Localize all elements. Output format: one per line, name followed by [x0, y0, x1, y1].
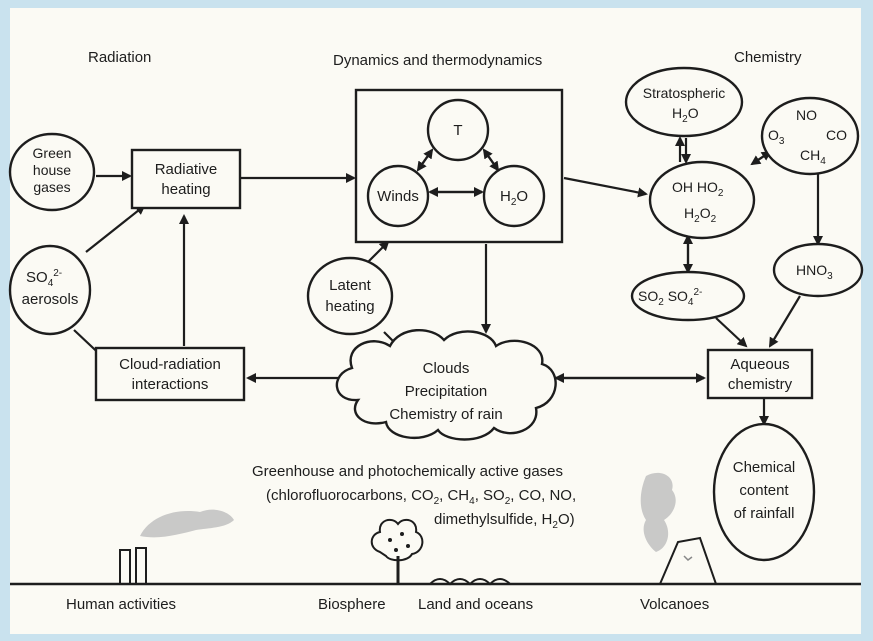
rainfall-line2: content — [739, 482, 789, 499]
svg-text:H2O: H2O — [500, 188, 528, 208]
node-oh-ho2-h2o2: OH HO2 H2O2 — [648, 160, 756, 240]
node-greenhouse-gases: Green house gases — [8, 132, 96, 212]
clouds-line3: Chemistry of rain — [389, 406, 502, 423]
arrow-dynamics-to-oh — [563, 176, 648, 198]
node-clouds: Clouds Precipitation Chemistry of rain — [335, 328, 557, 441]
arrow-so2-to-aqueous — [715, 317, 748, 348]
dynamics-internal-arrows — [416, 148, 500, 197]
arrow-water-to-t — [482, 148, 499, 171]
node-aqueous-chemistry: Aqueous chemistry — [706, 348, 814, 400]
factory-chimneys-icon — [119, 547, 147, 585]
gases-caption-line1: Greenhouse and photochemically active ga… — [252, 463, 563, 480]
so4b-label: SO — [668, 288, 688, 304]
node-stratospheric: Stratospheric H2O — [624, 66, 744, 138]
node-latent-heating: Latent heating — [306, 256, 394, 336]
svg-text:SO2 SO42-: SO2 SO42- — [638, 287, 702, 308]
svg-text:SO42-: SO42- — [26, 268, 62, 289]
ch4-label: CH — [800, 147, 820, 163]
temperature-label: T — [453, 122, 462, 139]
label-volcanoes: Volcanoes — [640, 596, 709, 613]
volcano-icon — [658, 536, 718, 585]
node-chemical-rainfall: Chemical content of rainfall — [712, 422, 816, 562]
aqueous-line1: Aqueous — [730, 356, 789, 373]
greenhouse-line2: house — [33, 162, 71, 178]
rainfall-line3: of rainfall — [734, 505, 795, 522]
water-label: H — [500, 188, 511, 205]
tree-icon — [370, 518, 424, 584]
node-so4-aerosols: SO42- aerosols — [8, 244, 92, 336]
latent-line2: heating — [325, 298, 374, 315]
aqueous-line2: chemistry — [728, 376, 793, 393]
label-biosphere: Biosphere — [318, 596, 386, 613]
cloud-radiation-line2: interactions — [132, 376, 209, 393]
node-temperature: T — [426, 98, 490, 162]
rainfall-line1: Chemical — [733, 459, 796, 476]
svg-text:OH HO2: OH HO2 — [672, 179, 724, 199]
winds-label: Winds — [377, 188, 419, 205]
connector-lines — [73, 136, 823, 426]
arrow-aerosols-to-heating — [85, 204, 146, 253]
hno3-label: HNO — [796, 262, 827, 278]
smoke-volcano — [640, 472, 676, 552]
o3-label: O — [768, 127, 779, 143]
svg-text:(chlorofluorocarbons, CO2, CH4: (chlorofluorocarbons, CO2, CH4, SO2, CO,… — [266, 487, 576, 507]
radiative-line1: Radiative — [155, 161, 218, 178]
cloud-radiation-line1: Cloud-radiation — [119, 356, 221, 373]
svg-text:H2O: H2O — [672, 105, 699, 125]
label-land-oceans: Land and oceans — [418, 596, 533, 613]
node-cloud-radiation: Cloud-radiation interactions — [94, 346, 246, 402]
co-label: CO — [826, 127, 847, 143]
svg-text:O3: O3 — [768, 127, 785, 147]
arrow-winds-to-t — [417, 148, 434, 171]
stratospheric-label: Stratospheric — [643, 85, 725, 101]
header-chemistry: Chemistry — [734, 49, 802, 66]
node-water: H2O — [482, 164, 546, 228]
latent-line1: Latent — [329, 277, 372, 294]
gases-caption: Greenhouse and photochemically active ga… — [252, 463, 576, 531]
header-radiation: Radiation — [88, 49, 151, 66]
greenhouse-line1: Green — [33, 145, 72, 161]
clouds-line2: Precipitation — [405, 383, 488, 400]
node-no-o3-co-ch4: NO O3 CO CH4 — [760, 96, 860, 176]
svg-text:dimethylsulfide, H2O): dimethylsulfide, H2O) — [434, 511, 575, 531]
node-radiative-heating: Radiative heating — [130, 148, 242, 210]
so4-label: SO — [26, 269, 48, 286]
node-so2-so4: SO2 SO42- — [630, 270, 746, 322]
aerosols-label: aerosols — [22, 291, 79, 308]
arrow-latent-to-dynamics — [365, 240, 390, 265]
arrow-hno3-to-aqueous — [768, 295, 801, 348]
gases-caption-line2: (chlorofluorocarbons, CO — [266, 487, 434, 504]
oh-ho2-label: OH HO — [672, 179, 718, 195]
greenhouse-line3: gases — [33, 179, 70, 195]
radiative-line2: heating — [161, 181, 210, 198]
gases-caption-line3: dimethylsulfide, H — [434, 511, 552, 528]
svg-text:CH4: CH4 — [800, 147, 826, 167]
svg-text:HNO3: HNO3 — [796, 262, 833, 282]
smoke-human — [140, 509, 234, 538]
strat-h2o-label: H — [672, 105, 682, 121]
h2o2-label: H — [684, 205, 694, 221]
node-winds: Winds — [366, 164, 430, 228]
no-label: NO — [796, 107, 817, 123]
svg-text:H2O2: H2O2 — [684, 205, 717, 225]
so2-label: SO — [638, 288, 658, 304]
label-human-activities: Human activities — [66, 596, 176, 613]
header-dynamics: Dynamics and thermodynamics — [333, 52, 542, 69]
clouds-line1: Clouds — [423, 360, 470, 377]
node-hno3: HNO3 — [772, 242, 864, 298]
